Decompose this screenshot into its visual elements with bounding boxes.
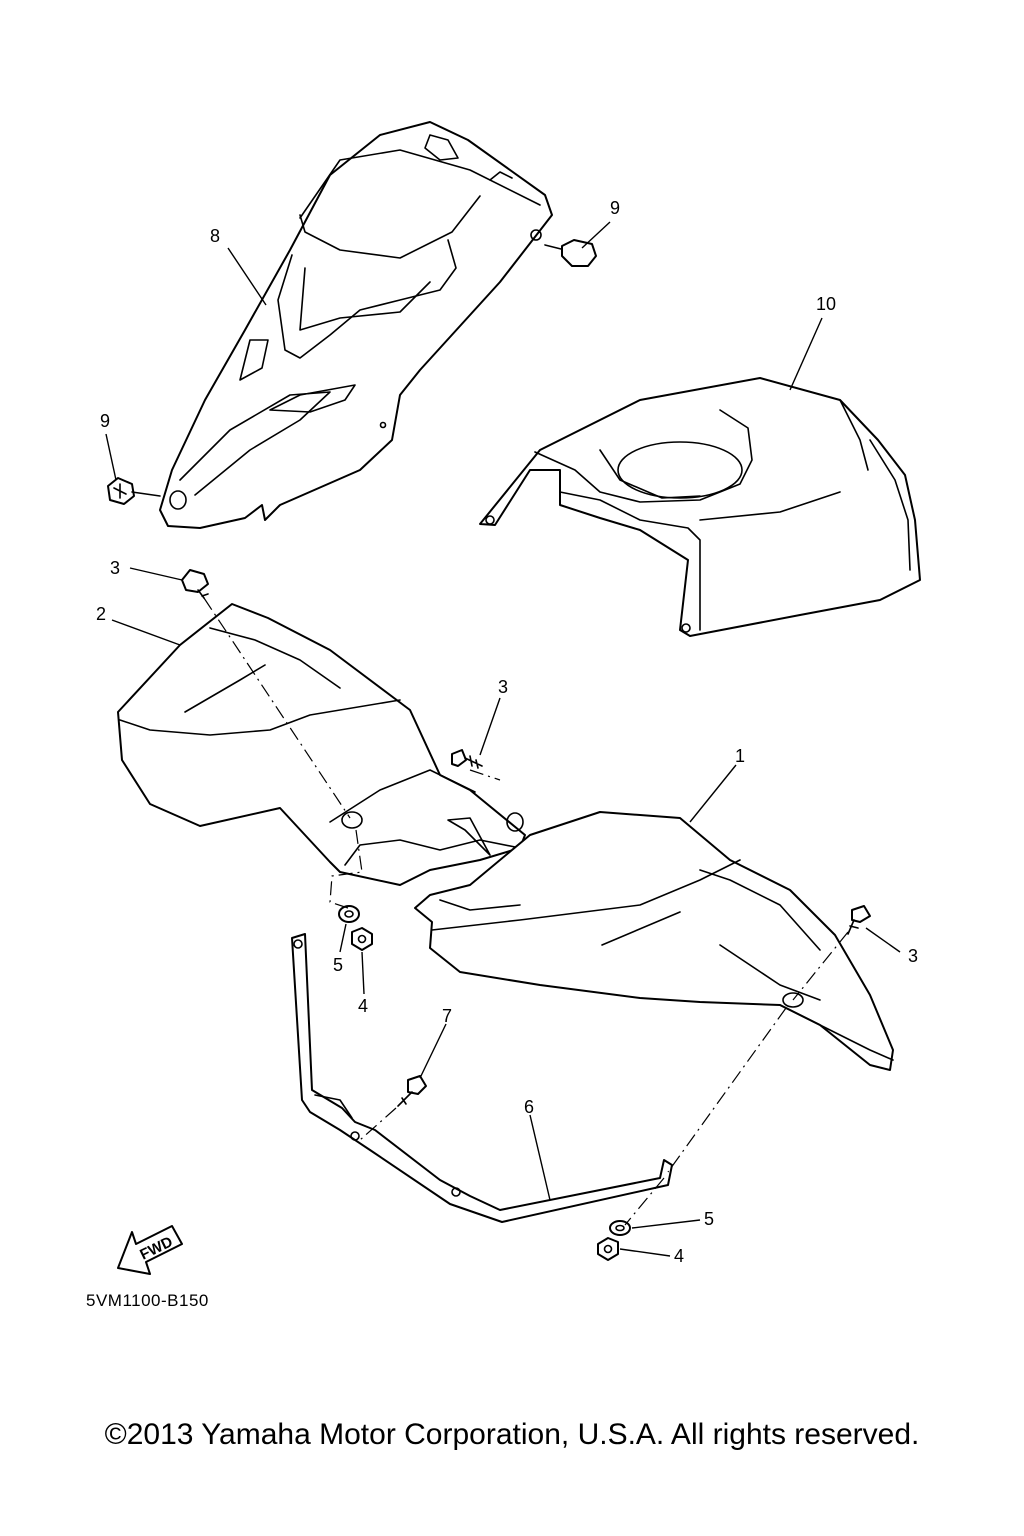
copyright-notice: ©2013 Yamaha Motor Corporation, U.S.A. A… xyxy=(104,1418,920,1451)
callout-10: 10 xyxy=(816,294,836,314)
diagram-code: 5VM1100-B150 xyxy=(86,1291,209,1310)
leader-lines xyxy=(105,221,901,1257)
part-3-bolt-top xyxy=(181,569,209,599)
callout-9-right: 9 xyxy=(610,198,620,218)
callout-6: 6 xyxy=(524,1097,534,1117)
callout-3-right: 3 xyxy=(908,946,918,966)
callout-4-left: 4 xyxy=(358,996,368,1016)
callout-1: 1 xyxy=(735,746,745,766)
part-6-stay xyxy=(291,933,673,1223)
part-3-bolt-right xyxy=(847,905,871,935)
callout-3-middle: 3 xyxy=(498,677,508,697)
part-10-tank-cover xyxy=(479,377,921,637)
part-4-nut-right xyxy=(597,1237,619,1261)
callout-numbers: 8 9 10 9 3 2 3 1 3 5 4 7 6 5 4 xyxy=(96,198,918,1266)
forward-arrow-icon: FWD xyxy=(117,1225,183,1275)
callout-9-left: 9 xyxy=(100,411,110,431)
callout-5-right: 5 xyxy=(704,1209,714,1229)
part-8-front-cover xyxy=(159,121,553,529)
assembly-lines xyxy=(203,597,849,1226)
part-7-bolt xyxy=(397,1075,427,1107)
part-3-bolt-middle xyxy=(451,749,483,769)
part-4-nut-left xyxy=(351,927,373,951)
callout-2: 2 xyxy=(96,604,106,624)
part-1-rear-fender xyxy=(414,811,894,1071)
callout-4-right: 4 xyxy=(674,1246,684,1266)
callout-7: 7 xyxy=(442,1006,452,1026)
part-5-washer-left xyxy=(338,905,360,923)
part-9-screw-left xyxy=(107,477,161,505)
callout-5-left: 5 xyxy=(333,955,343,975)
callout-3-top: 3 xyxy=(110,558,120,578)
callout-8: 8 xyxy=(210,226,220,246)
part-2-front-fender xyxy=(117,603,526,886)
part-9-screw-right xyxy=(530,229,597,267)
